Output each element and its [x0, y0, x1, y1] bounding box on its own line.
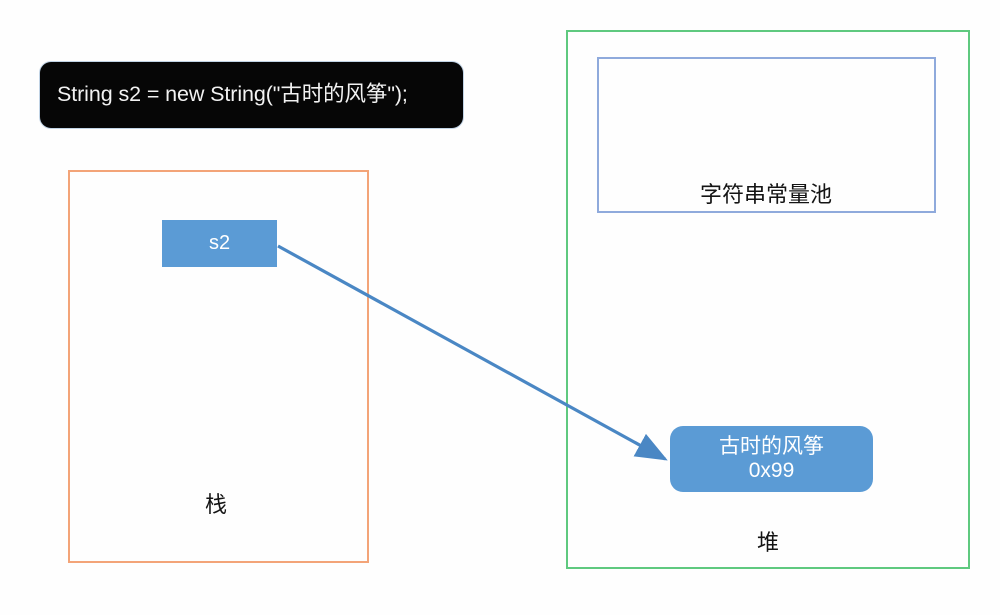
- code-callout: String s2 = new String("古时的风筝");: [40, 62, 463, 128]
- heap-object-box: 古时的风筝 0x99: [670, 426, 873, 492]
- stack-variable-label: s2: [208, 232, 231, 254]
- string-constant-pool-label: 字符串常量池: [699, 183, 833, 208]
- heap-object-address: 0x99: [748, 459, 795, 482]
- heap-object-value: 古时的风筝: [719, 434, 824, 459]
- string-constant-pool-region: [597, 57, 936, 213]
- code-callout-text: String s2 = new String("古时的风筝");: [57, 82, 408, 107]
- stack-variable-box-s2: s2: [162, 220, 277, 267]
- stack-region-label: 栈: [204, 493, 228, 518]
- heap-region-label: 堆: [756, 531, 780, 556]
